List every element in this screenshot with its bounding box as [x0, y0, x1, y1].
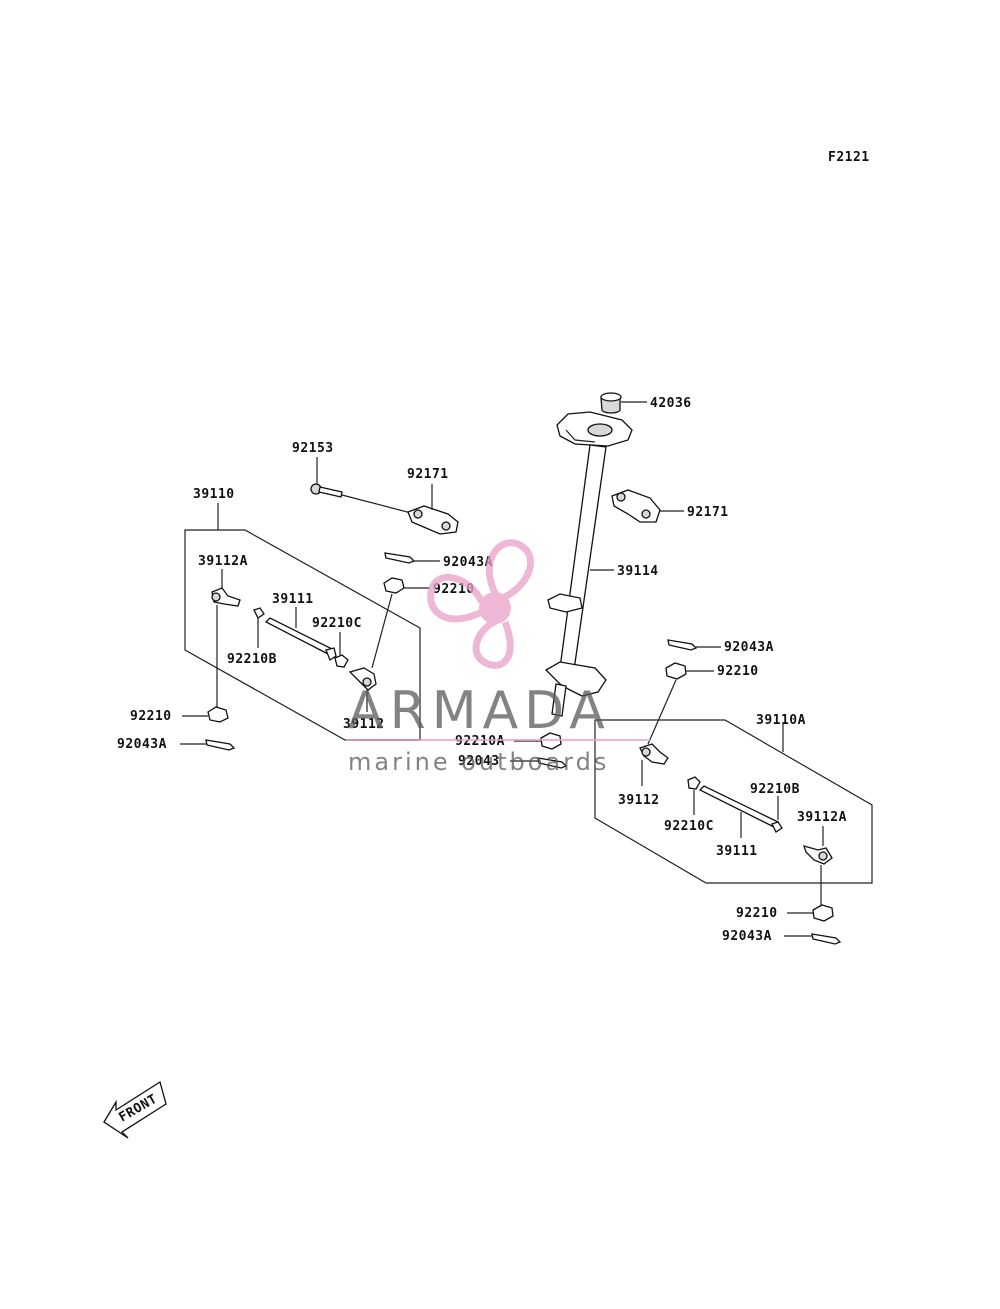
label-39112A-right: 39112A	[797, 810, 847, 825]
steering-shaft-39114[interactable]	[544, 411, 633, 717]
clamp-92171-right[interactable]	[611, 489, 661, 523]
label-92210B-right: 92210B	[750, 782, 800, 797]
label-92210B-left: 92210B	[227, 652, 277, 667]
tie-rod-end-39112A-left[interactable]	[211, 587, 241, 607]
bushing-42036[interactable]	[600, 392, 622, 414]
label-92171-right: 92171	[687, 505, 729, 520]
propeller-hub-icon	[479, 592, 511, 624]
watermark-brand: ARMADA	[348, 681, 611, 741]
label-92210A: 92210A	[455, 734, 505, 749]
label-92043: 92043	[458, 754, 500, 769]
nut-92210-upper-left[interactable]	[383, 577, 405, 594]
label-39112-left: 39112	[343, 717, 385, 732]
watermark-tagline: marine outboards	[348, 748, 609, 776]
label-39112-right: 39112	[618, 793, 660, 808]
label-92043A-upper-right: 92043A	[724, 640, 774, 655]
label-92153: 92153	[292, 441, 334, 456]
nut-92210-upper-right[interactable]	[665, 662, 687, 680]
label-92043A-upper: 92043A	[443, 555, 493, 570]
label-39111-right: 39111	[716, 844, 758, 859]
tie-rod-end-39112A-right[interactable]	[802, 845, 833, 865]
cotter-pin-92043[interactable]	[537, 757, 568, 769]
label-39110A: 39110A	[756, 713, 806, 728]
nut-92210B-right[interactable]	[771, 821, 783, 833]
label-92210C-left: 92210C	[312, 616, 362, 631]
label-42036: 42036	[650, 396, 692, 411]
cotter-pin-92043A-lower-right[interactable]	[811, 933, 842, 945]
label-92210-lower-right: 92210	[736, 906, 778, 921]
nut-92210C-left[interactable]	[334, 654, 349, 668]
nut-92210C-right[interactable]	[687, 776, 701, 790]
tie-rod-end-39112-right[interactable]	[639, 743, 669, 765]
armada-watermark: ARMADA marine outboards	[346, 539, 650, 776]
clamp-92171-left[interactable]	[407, 505, 459, 535]
assembly-frame-39110A	[594, 719, 873, 884]
bolt-92153[interactable]	[310, 483, 343, 498]
label-92210-upper-right: 92210	[717, 664, 759, 679]
cotter-pin-92043A-upper[interactable]	[384, 552, 416, 564]
label-39112A-left: 39112A	[198, 554, 248, 569]
tie-rod-end-39112-left[interactable]	[348, 667, 377, 691]
nut-92210-lower-right[interactable]	[812, 904, 834, 922]
label-92171-left: 92171	[407, 467, 449, 482]
cotter-pin-92043A-lower-left[interactable]	[205, 739, 236, 751]
diagram-code: F2121	[828, 150, 870, 165]
label-39111-left: 39111	[272, 592, 314, 607]
label-39114: 39114	[617, 564, 659, 579]
propeller-logo-icon	[427, 539, 534, 669]
label-92210C-right: 92210C	[664, 819, 714, 834]
label-92043A-lower-left: 92043A	[117, 737, 167, 752]
nut-92210-lower-left[interactable]	[207, 706, 229, 723]
cotter-pin-92043A-upper-right[interactable]	[667, 639, 698, 651]
label-92210-lower-left: 92210	[130, 709, 172, 724]
label-92043A-lower-right: 92043A	[722, 929, 772, 944]
label-39110: 39110	[193, 487, 235, 502]
nut-92210B-left[interactable]	[253, 607, 265, 619]
front-arrow-icon: FRONT	[103, 1080, 167, 1139]
